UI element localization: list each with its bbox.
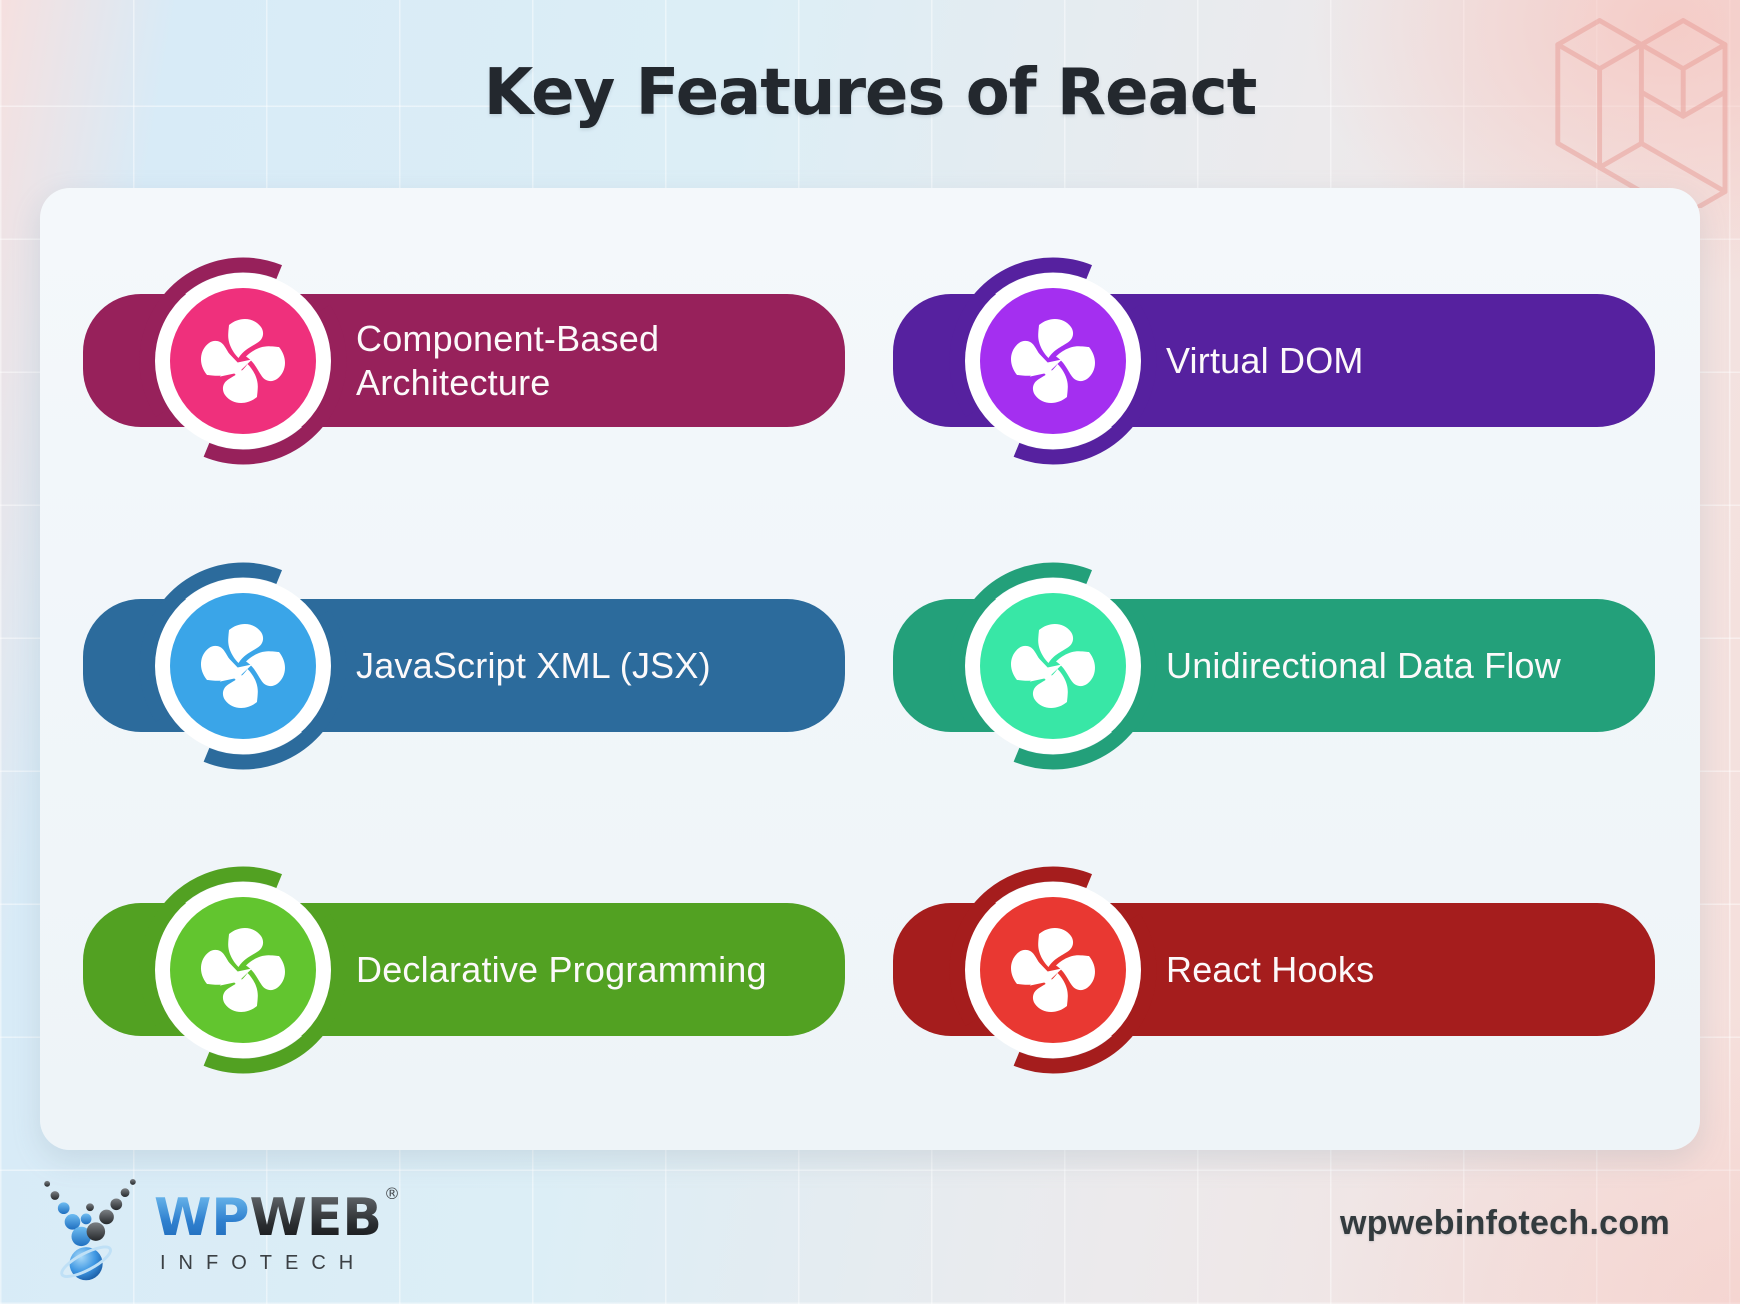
pinwheel-sparkle-icon <box>201 928 285 1012</box>
page-title: Key Features of React <box>483 56 1258 130</box>
feature-pill-react-hooks: React Hooks <box>893 866 1655 1074</box>
feature-badge <box>943 556 1163 776</box>
brand-web: WEB <box>249 1188 382 1248</box>
feature-badge <box>133 251 353 471</box>
pinwheel-sparkle-icon <box>1011 319 1095 403</box>
feature-pill-declarative: Declarative Programming <box>83 866 845 1074</box>
pinwheel-sparkle-icon <box>1011 624 1095 708</box>
broken-ring <box>139 866 347 1074</box>
feature-label: Virtual DOM <box>1166 339 1364 381</box>
broken-ring <box>949 866 1157 1074</box>
wpweb-dots-globe-icon <box>44 1178 136 1281</box>
feature-label: Unidirectional Data Flow <box>1166 644 1561 686</box>
feature-label: React Hooks <box>1166 948 1375 990</box>
brand-wordmark: WPWEB® <box>154 1186 400 1245</box>
feature-pill-virtual-dom: Virtual DOM <box>893 257 1655 465</box>
brand-subtitle: INFOTECH <box>160 1252 367 1274</box>
feature-badge <box>133 860 353 1080</box>
feature-badge <box>133 556 353 776</box>
feature-label: Component-Based Architecture <box>356 317 660 403</box>
pinwheel-sparkle-icon <box>201 624 285 708</box>
brand-wp: WP <box>154 1188 250 1248</box>
feature-pill-component-based: Component-Based Architecture <box>83 257 845 465</box>
broken-ring <box>139 562 347 770</box>
broken-ring <box>139 257 347 465</box>
website-url: wpwebinfotech.com <box>1339 1204 1670 1242</box>
feature-pill-jsx: JavaScript XML (JSX) <box>83 562 845 770</box>
feature-label: JavaScript XML (JSX) <box>356 644 711 686</box>
broken-ring <box>949 257 1157 465</box>
feature-pill-unidirectional-data-flow: Unidirectional Data Flow <box>893 562 1655 770</box>
pinwheel-sparkle-icon <box>1011 928 1095 1012</box>
feature-badge <box>943 860 1163 1080</box>
broken-ring <box>949 562 1157 770</box>
pinwheel-sparkle-icon <box>201 319 285 403</box>
laravel-logo-watermark <box>1555 18 1728 208</box>
wpweb-infotech-logo: WPWEB® INFOTECH <box>40 1178 400 1290</box>
feature-label: Declarative Programming <box>356 948 767 990</box>
feature-badge <box>943 251 1163 471</box>
registered-mark: ® <box>383 1184 400 1203</box>
